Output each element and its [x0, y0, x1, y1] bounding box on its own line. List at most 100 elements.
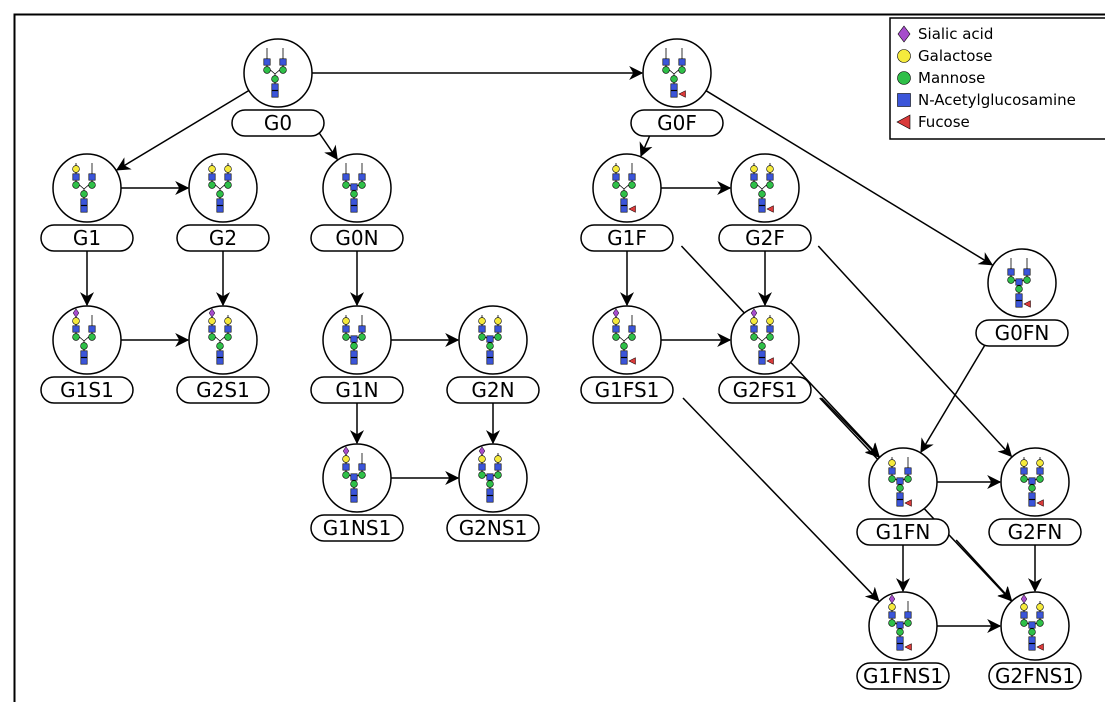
- glcnac-symbol: [350, 335, 358, 343]
- edge-G2F-to-G2FN: [817, 245, 1013, 458]
- node-G1FS1: G1FS1: [580, 305, 674, 404]
- glcnac-symbol: [896, 477, 904, 485]
- galactose-symbol: [1020, 459, 1028, 467]
- mannose-symbol: [628, 181, 636, 189]
- sialic-acid-symbol: [750, 308, 758, 318]
- mannose-symbol: [72, 181, 80, 189]
- node-circle: [52, 305, 122, 375]
- node-label-pill: [310, 224, 404, 252]
- legend-item-mannose: Mannose: [897, 69, 985, 87]
- galactose-symbol: [224, 317, 232, 325]
- legend-box: [889, 17, 1105, 140]
- mannose-symbol: [88, 181, 96, 189]
- glcnac-symbol: [478, 325, 486, 333]
- mannose-symbol: [897, 71, 911, 85]
- glcnac-symbol: [486, 357, 494, 365]
- mannose-symbol: [612, 181, 620, 189]
- glcnac-symbol: [216, 357, 224, 365]
- legend-label: Sialic acid: [918, 25, 993, 43]
- galactose-symbol: [612, 317, 620, 325]
- glcnac-symbol: [88, 325, 96, 333]
- galactose-symbol: [1036, 459, 1044, 467]
- node-label: G2NS1: [459, 516, 528, 540]
- node-label: G1NS1: [323, 516, 392, 540]
- node-label-pill: [718, 224, 812, 252]
- glcnac-symbol: [350, 198, 358, 206]
- mannose-symbol: [1015, 285, 1023, 293]
- mannose-symbol: [1020, 475, 1028, 483]
- mannose-symbol: [662, 66, 670, 74]
- mannose-symbol: [263, 66, 271, 74]
- glcnac-symbol: [896, 499, 904, 507]
- node-label: G2N: [471, 378, 514, 402]
- glcnac-symbol: [80, 198, 88, 206]
- mannose-symbol: [888, 475, 896, 483]
- galactose-symbol: [342, 317, 350, 325]
- node-label: G0: [264, 111, 292, 135]
- galactose-symbol: [478, 317, 486, 325]
- mannose-symbol: [1036, 619, 1044, 627]
- glcnac-symbol: [494, 463, 502, 471]
- fucose-symbol: [766, 205, 774, 213]
- node-circle: [730, 153, 800, 223]
- node-G1FN: G1FN: [856, 447, 950, 546]
- galactose-symbol: [750, 165, 758, 173]
- mannose-symbol: [1028, 628, 1036, 636]
- glcnac-symbol: [612, 173, 620, 181]
- glcnac-symbol: [1036, 611, 1044, 619]
- glcnac-symbol: [224, 173, 232, 181]
- glcnac-symbol: [80, 350, 88, 358]
- mannose-symbol: [342, 333, 350, 341]
- galactose-symbol: [494, 455, 502, 463]
- mannose-symbol: [904, 475, 912, 483]
- mannose-symbol: [678, 66, 686, 74]
- glcnac-symbol: [758, 357, 766, 365]
- sialic-acid-symbol: [342, 446, 350, 456]
- glcnac-symbol: [888, 611, 896, 619]
- node-G1FNS1: G1FNS1: [856, 591, 950, 690]
- glcnac-symbol: [612, 325, 620, 333]
- fucose-symbol: [628, 357, 636, 365]
- mannose-symbol: [750, 181, 758, 189]
- sialic-acid-symbol: [208, 308, 216, 318]
- glcnac-symbol: [350, 205, 358, 213]
- node-label-pill: [231, 109, 325, 137]
- mannose-symbol: [904, 619, 912, 627]
- fucose-symbol: [1036, 499, 1044, 507]
- mannose-symbol: [88, 333, 96, 341]
- mannose-symbol: [72, 333, 80, 341]
- glcnac-symbol: [486, 335, 494, 343]
- glcnac-symbol: [208, 325, 216, 333]
- sialic-acid-symbol: [72, 308, 80, 318]
- galactose-symbol: [897, 49, 911, 63]
- mannose-symbol: [494, 333, 502, 341]
- node-label-pill: [310, 376, 404, 404]
- node-label-pill: [988, 518, 1082, 546]
- glcnac-symbol: [1020, 611, 1028, 619]
- node-G2FN: G2FN: [988, 447, 1082, 546]
- node-label-pill: [630, 109, 724, 137]
- glcnac-symbol: [224, 325, 232, 333]
- glcnac-symbol: [350, 350, 358, 358]
- galactose-symbol: [208, 317, 216, 325]
- node-G1: G1: [40, 153, 134, 252]
- node-circle: [243, 38, 313, 108]
- glcnac-symbol: [662, 58, 670, 66]
- glcnac-symbol: [750, 325, 758, 333]
- glcnac-symbol: [766, 325, 774, 333]
- glcnac-symbol: [620, 205, 628, 213]
- node-label: G2FN: [1008, 520, 1063, 544]
- glcnac-symbol: [350, 495, 358, 503]
- mannose-symbol: [1007, 276, 1015, 284]
- mannose-symbol: [224, 181, 232, 189]
- mannose-symbol: [750, 333, 758, 341]
- mannose-symbol: [350, 342, 358, 350]
- glcnac-symbol: [1028, 643, 1036, 651]
- node-label: G1FN: [876, 520, 931, 544]
- node-label: G0FN: [995, 321, 1050, 345]
- legend-label: Mannose: [918, 69, 985, 87]
- node-circle: [188, 153, 258, 223]
- glcnac-symbol: [758, 350, 766, 358]
- fucose-symbol: [1023, 300, 1031, 308]
- mannose-symbol: [1028, 484, 1036, 492]
